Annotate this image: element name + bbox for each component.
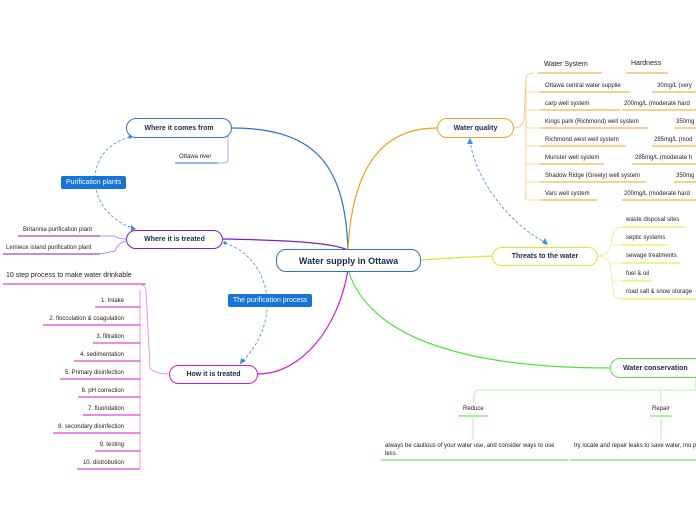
- topic-water-quality[interactable]: Water quality: [437, 118, 514, 138]
- step-item[interactable]: 1. Intake: [100, 298, 124, 304]
- step-item[interactable]: 5. Primary disinfection: [64, 370, 124, 376]
- threat-item[interactable]: sewage treatments: [626, 253, 677, 259]
- water-hardness-value[interactable]: 30mg/L (very: [657, 83, 692, 89]
- central-topic-title: Water supply in Ottawa: [298, 255, 399, 266]
- step-item[interactable]: 4. sedimentation: [79, 352, 124, 358]
- water-system-name[interactable]: carp well system: [545, 101, 590, 107]
- water-hardness-value[interactable]: 200mg/L (moderate hard: [624, 101, 690, 107]
- topic-water-conservation[interactable]: Water conservation: [610, 358, 696, 378]
- topic-threats-title: Threats to the water: [511, 253, 579, 260]
- column-header-hardness[interactable]: Hardness: [631, 60, 661, 67]
- relationship-label-purification-plants[interactable]: Purification plants: [61, 176, 127, 189]
- topic-conservation-title: Water conservation: [623, 364, 688, 372]
- topic-where-it-is-treated[interactable]: Where it is treated: [126, 230, 223, 249]
- topic-how-treated-title: How it is treated: [186, 371, 241, 378]
- water-system-name[interactable]: Munster well system: [545, 155, 600, 161]
- subtopic-reduce[interactable]: Reduce: [463, 406, 484, 412]
- step-item[interactable]: 9. testing: [99, 442, 124, 448]
- subtopic-repair[interactable]: Repair: [652, 406, 670, 412]
- water-system-name[interactable]: Richmond west well system: [545, 137, 619, 143]
- subtopic-lemieux-plant[interactable]: Lemieux island purification plant: [6, 245, 92, 251]
- topic-where-it-comes-from[interactable]: Where it comes from: [126, 118, 232, 138]
- topic-where-from-title: Where it comes from: [144, 124, 214, 132]
- step-item[interactable]: 8. secondary disinfection: [57, 424, 124, 430]
- step-item[interactable]: 7. fluoridation: [87, 406, 124, 412]
- water-hardness-value[interactable]: 350mg: [676, 119, 695, 125]
- step-item[interactable]: 10. distrobution: [82, 460, 124, 466]
- topic-how-it-is-treated[interactable]: How it is treated: [169, 365, 258, 384]
- topic-water-quality-title: Water quality: [453, 124, 498, 132]
- water-system-name[interactable]: Shadow Ridge (Greely) well system: [545, 173, 641, 179]
- threat-item[interactable]: fuel & oil: [626, 271, 650, 277]
- water-hardness-value[interactable]: 200mg/L (moderate hard: [624, 191, 690, 197]
- water-hardness-value[interactable]: 350mg: [676, 173, 695, 179]
- column-header-water-system[interactable]: Water System: [544, 61, 588, 68]
- threat-item[interactable]: septic systems: [626, 235, 666, 241]
- water-hardness-value[interactable]: 285mg/L (moderate h: [635, 155, 693, 161]
- central-topic[interactable]: Water supply in Ottawa: [276, 249, 421, 272]
- step-item[interactable]: 6. pH correction: [81, 388, 124, 394]
- step-item[interactable]: 3. filtration: [96, 334, 124, 340]
- water-system-name[interactable]: Vars well system: [545, 191, 590, 197]
- subtopic-ottawa-river[interactable]: Ottawa river: [179, 154, 212, 160]
- reduce-description[interactable]: always be cautious of your water use, an…: [385, 443, 555, 457]
- subtopic-britannia-plant[interactable]: Britannia purification plant: [23, 227, 93, 233]
- threat-item[interactable]: road salt & snow storage: [626, 289, 693, 295]
- water-hardness-value[interactable]: 285mg/L (mod: [654, 137, 693, 143]
- water-system-name[interactable]: Kings park (Richmond) well system: [545, 119, 639, 125]
- relationship-label-purification-process[interactable]: The purification process: [228, 294, 313, 307]
- subtopic-10-step-process[interactable]: 10 step process to make water drinkable: [6, 272, 132, 279]
- step-item[interactable]: 2. flocculation & coagulation: [49, 316, 124, 322]
- threat-item[interactable]: waste disposal sites: [626, 217, 680, 223]
- topic-threats-to-the-water[interactable]: Threats to the water: [492, 247, 598, 266]
- repair-description[interactable]: try locate and repair leaks to save wate…: [574, 443, 696, 449]
- topic-where-treated-title: Where it is treated: [144, 236, 205, 243]
- water-system-name[interactable]: Ottawa central water supplie: [545, 83, 621, 89]
